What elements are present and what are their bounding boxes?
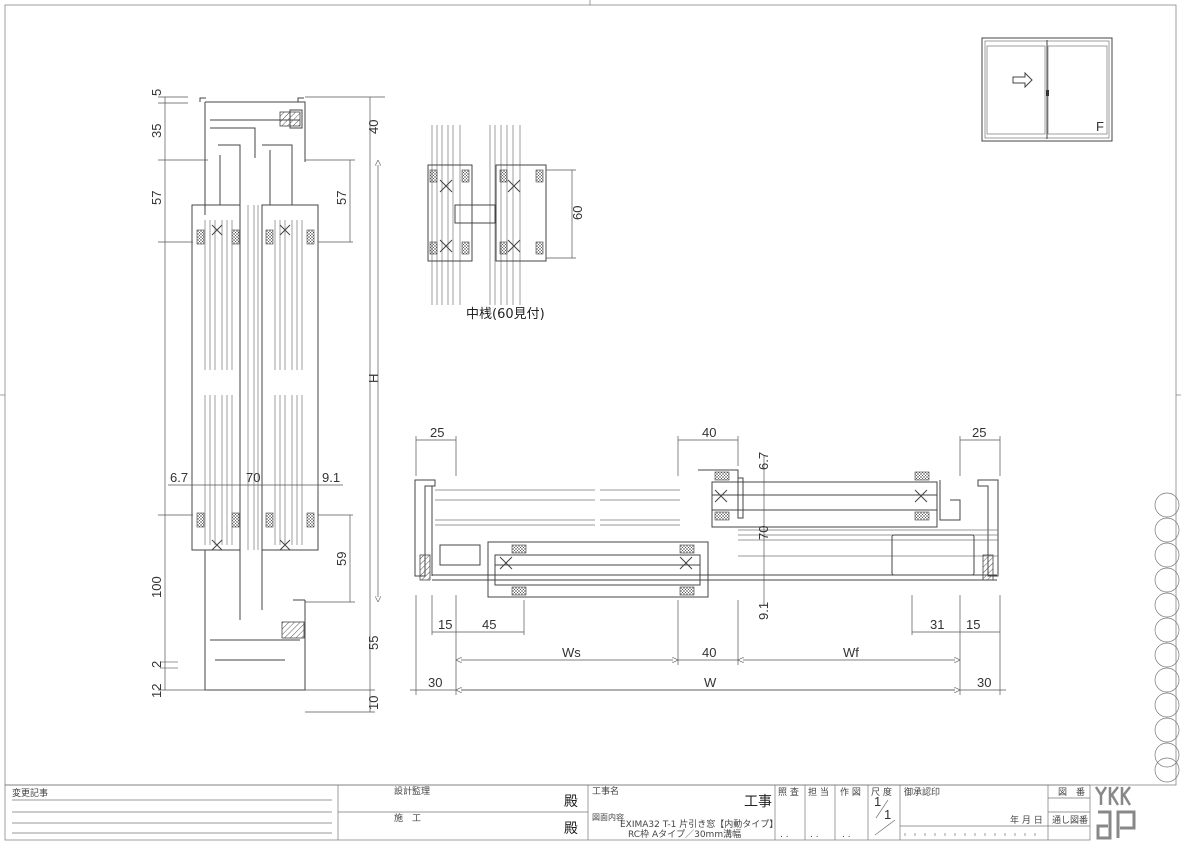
dim-label: Ws xyxy=(562,645,581,660)
dim-label: 15 xyxy=(966,617,980,632)
dim-label: 2 xyxy=(149,661,164,668)
fixed-mark: F xyxy=(1096,119,1104,134)
dim-label: 40 xyxy=(702,425,716,440)
in-charge-label: 担 当 xyxy=(808,786,829,798)
construction-label: 施 工 xyxy=(394,812,421,824)
honorific: 殿 xyxy=(564,794,578,810)
ykk-ap-logo xyxy=(1094,786,1136,840)
dim-label: 55 xyxy=(366,636,381,650)
check-label: 照 査 xyxy=(778,786,799,798)
dim-label: 25 xyxy=(430,425,444,440)
project-name-label: 工事名 xyxy=(592,785,619,797)
dim-label: 40 xyxy=(366,120,381,134)
dim-label: 15 xyxy=(438,617,452,632)
serial-no-label: 通し図番 xyxy=(1052,814,1088,826)
vertical-section: 5 35 57 100 2 12 40 57 59 55 10 H 6.7 70… xyxy=(149,89,385,713)
dots: . . xyxy=(780,830,789,840)
drawing-no-label: 図 番 xyxy=(1058,786,1085,798)
dots: . . xyxy=(842,830,851,840)
dim-label: 70 xyxy=(756,526,771,540)
title-block: 変更記事 設計監理 施 工 殿 殿 工事名 工事 図面内容 EXIMA32 T-… xyxy=(4,784,1136,841)
dim-label: 25 xyxy=(972,425,986,440)
dim-label: W xyxy=(704,675,717,690)
dim-label: 12 xyxy=(149,684,164,698)
scale-denominator: 1 xyxy=(884,807,891,822)
dim-label: 100 xyxy=(149,576,164,598)
mullion-label: 中桟(60見付) xyxy=(466,307,545,322)
approval-label: 御承認印 xyxy=(904,786,940,798)
dim-label: 30 xyxy=(428,675,442,690)
honorific: 殿 xyxy=(564,821,578,837)
dim-label: 45 xyxy=(482,617,496,632)
dim-label: 6.7 xyxy=(170,470,188,485)
revision-circles xyxy=(1154,492,1180,783)
height-label: H xyxy=(366,374,381,383)
dim-label: 9.1 xyxy=(756,602,771,620)
dim-label: 57 xyxy=(149,191,164,205)
design-supervision-label: 設計監理 xyxy=(394,785,430,797)
dim-label: 30 xyxy=(977,675,991,690)
dim-label: 57 xyxy=(334,191,349,205)
dim-label: 35 xyxy=(149,124,164,138)
dots: . . xyxy=(810,830,819,840)
scale-numerator: 1 xyxy=(874,794,881,809)
window-elevation: F xyxy=(981,37,1113,142)
drafted-label: 作 図 xyxy=(840,786,861,798)
project-suffix: 工事 xyxy=(744,794,772,810)
horizontal-section: 25 40 25 6.7 70 9.1 15 45 31 15 Ws 40 Wf… xyxy=(410,425,1006,695)
dim-label: 40 xyxy=(702,645,716,660)
dim-label: 31 xyxy=(930,617,944,632)
dim-label: Wf xyxy=(843,645,859,660)
dim-label: 5 xyxy=(149,89,164,96)
drawing-content-label: 図面内容 xyxy=(592,812,624,822)
drawing-content-line1: EXIMA32 T-1 片引き窓【内動タイプ】 xyxy=(620,818,778,830)
slide-arrow-icon xyxy=(1012,71,1033,89)
dim-label: 59 xyxy=(334,552,349,566)
dim-label: 10 xyxy=(366,696,381,710)
mullion-detail: 60 中桟(60見付) xyxy=(427,125,585,322)
scale-label: 尺 度 xyxy=(871,786,892,798)
date-label: 年 月 日 xyxy=(1010,814,1043,826)
dim-label: 6.7 xyxy=(756,452,771,470)
change-record-label: 変更記事 xyxy=(12,787,48,799)
dim-label: 70 xyxy=(246,470,260,485)
mullion-dim: 60 xyxy=(570,206,585,220)
dim-label: 9.1 xyxy=(322,470,340,485)
drawing-content-line2: RC枠 Aタイプ／30mm溝幅 xyxy=(628,828,741,840)
